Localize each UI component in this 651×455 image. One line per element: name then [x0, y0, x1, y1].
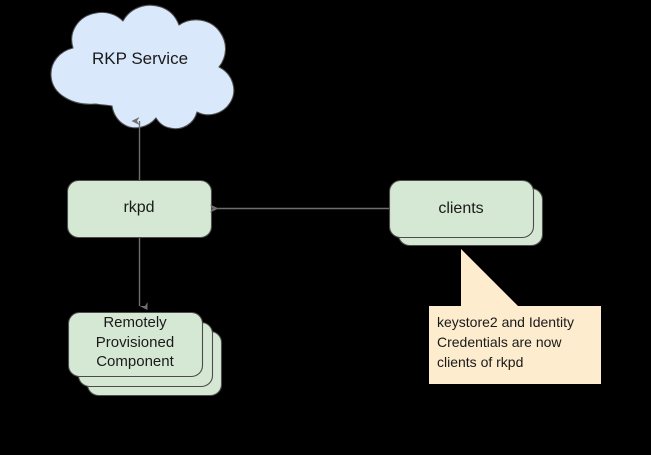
rkpd-box [66, 179, 213, 239]
callout-note[interactable] [429, 249, 601, 384]
clients-box-front [388, 179, 535, 239]
callout-pointer [461, 249, 519, 307]
callout-body [429, 306, 601, 384]
cloud-shape [50, 4, 235, 130]
node-clients[interactable] [388, 179, 544, 247]
node-rkpd[interactable] [66, 179, 213, 239]
rpc-box-front [67, 311, 204, 378]
node-remotely-provisioned-component[interactable] [67, 311, 223, 397]
node-rkp-service[interactable] [50, 4, 235, 130]
